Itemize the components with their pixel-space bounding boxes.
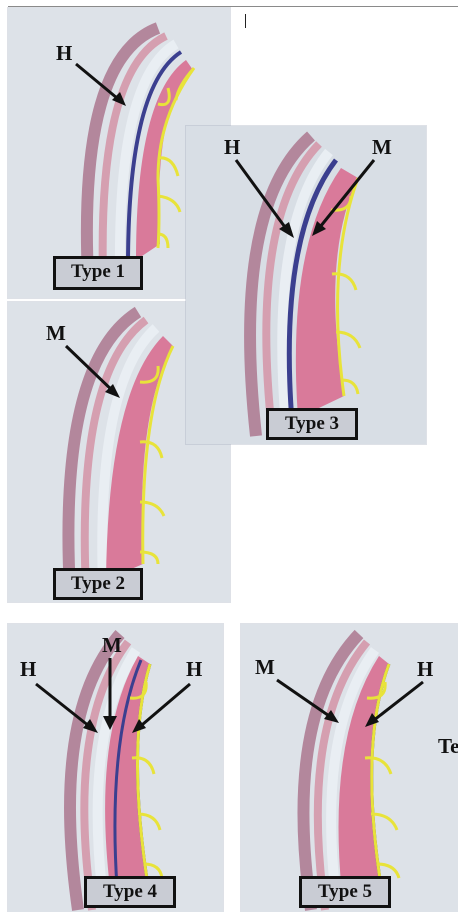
label-m-type-3: M xyxy=(372,136,392,158)
panel-type-3: H M Type 3 xyxy=(186,126,426,444)
label-h-type-1: H xyxy=(56,42,72,64)
text-cursor xyxy=(245,14,246,28)
type-4-label: Type 4 xyxy=(84,876,176,908)
label-h-right-type-4: H xyxy=(186,658,202,680)
panel-type-5: M H Type 5 xyxy=(241,624,458,912)
type-1-label: Type 1 xyxy=(53,256,143,290)
label-h-type-3: H xyxy=(224,136,240,158)
panel-type-4: H M H Type 4 xyxy=(8,624,223,912)
uterus-section-type-3 xyxy=(186,126,426,444)
cut-off-edge-text: Te xyxy=(438,734,458,759)
label-h-left-type-4: H xyxy=(20,658,36,680)
label-m-type-4: M xyxy=(102,634,122,656)
type-3-label: Type 3 xyxy=(266,408,358,440)
type-2-label: Type 2 xyxy=(53,568,143,600)
label-m-type-5: M xyxy=(255,656,275,678)
label-m-type-2: M xyxy=(46,322,66,344)
label-h-type-5: H xyxy=(417,658,433,680)
top-rule xyxy=(8,6,458,7)
type-5-label: Type 5 xyxy=(299,876,391,908)
